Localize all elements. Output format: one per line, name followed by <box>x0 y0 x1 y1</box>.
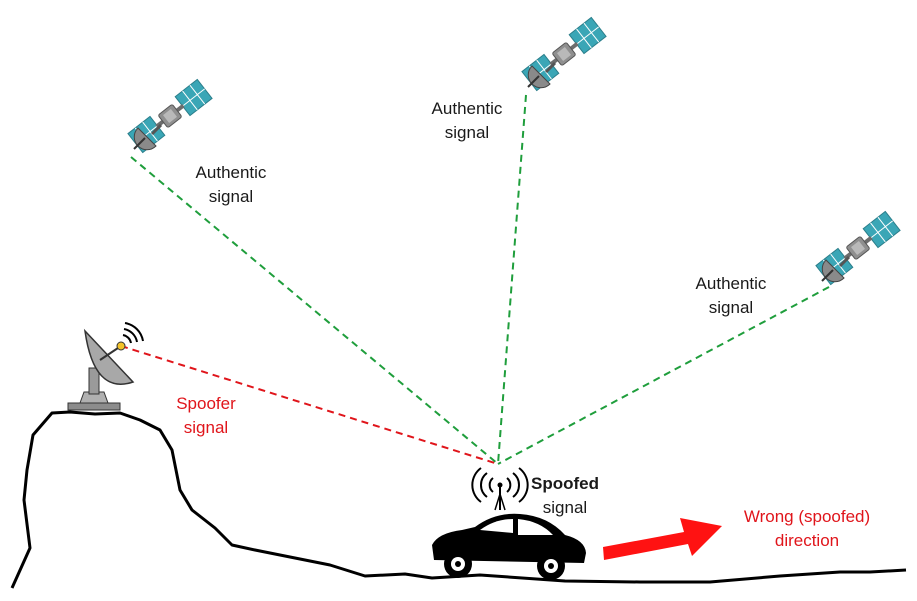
spoofer-signal-line <box>120 345 499 465</box>
car-icon <box>432 513 586 580</box>
ground-line <box>10 410 907 589</box>
authentic-signal-line-2 <box>497 94 527 465</box>
antenna-icon <box>471 467 529 511</box>
satellite-icon <box>814 209 902 287</box>
satellite-icon <box>126 77 214 155</box>
authentic-signal-line-1 <box>130 156 499 465</box>
satellite-icon <box>520 15 608 93</box>
authentic-signal-line-3 <box>497 286 830 465</box>
arrow-right-icon <box>603 518 722 560</box>
wrong-direction-label: Wrong (spoofed)direction <box>743 507 871 550</box>
satellite-dish-icon <box>67 322 144 411</box>
